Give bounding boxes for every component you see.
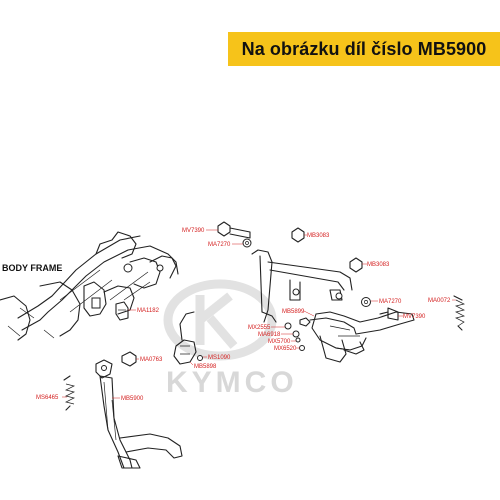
label-ma0763: MA0763: [140, 357, 163, 363]
screw-ms1090: [197, 355, 203, 361]
label-ma1182: MA1182: [137, 308, 160, 314]
body-frame-drawing: [0, 231, 179, 341]
part-labels: MV7390 MA7270 MB3083 MB3083 MA1182 MB589…: [36, 228, 451, 402]
label-mb3083-top: MB3083: [307, 233, 330, 239]
label-mx2555: MX2555: [248, 325, 271, 331]
label-ma6918: MA6918: [258, 332, 281, 338]
washer-ma7270-right: [361, 297, 371, 307]
bolt-mv7390-right: [379, 307, 399, 321]
watermark-text: KYMCO: [166, 366, 298, 399]
nut-mb3083-right: [349, 257, 363, 273]
main-stand-drawing: [251, 249, 415, 363]
leader-lines: [62, 229, 456, 399]
part-ma0763: [121, 351, 137, 367]
nut-mb3083-top: [291, 227, 305, 243]
label-mx5700: MX5700: [268, 339, 291, 345]
bracket-part: [115, 301, 129, 321]
part-number-banner: Na obrázku díl číslo MB5900: [228, 32, 500, 66]
label-ma7270-right: MA7270: [379, 299, 402, 305]
label-ms6465: MS6465: [36, 395, 59, 401]
bolt-mv7390-top: [217, 221, 251, 239]
label-mb3083-right: MB3083: [367, 262, 390, 268]
kymco-watermark-logo: KYMCO: [163, 279, 298, 399]
washer-ma7270-top: [242, 238, 252, 248]
side-stand-mb5900: [95, 359, 183, 469]
body-frame-label: BODY FRAME: [2, 263, 62, 273]
label-ms1090: MS1090: [208, 355, 231, 361]
label-mv7390-right: MV7390: [403, 314, 426, 320]
sidestand-switch-mb5898: [173, 311, 197, 365]
label-mb5899: MB5899: [282, 309, 305, 315]
label-mb5900: MB5900: [121, 396, 144, 402]
label-mx6520: MX6520: [274, 346, 297, 352]
spring-ms6465: [63, 375, 76, 411]
spring-ma0072: [453, 295, 466, 331]
label-ma0072: MA0072: [428, 298, 451, 304]
label-mb5898: MB5898: [194, 364, 217, 370]
label-ma7270-top: MA7270: [208, 242, 231, 248]
label-mv7390-top: MV7390: [182, 228, 205, 234]
